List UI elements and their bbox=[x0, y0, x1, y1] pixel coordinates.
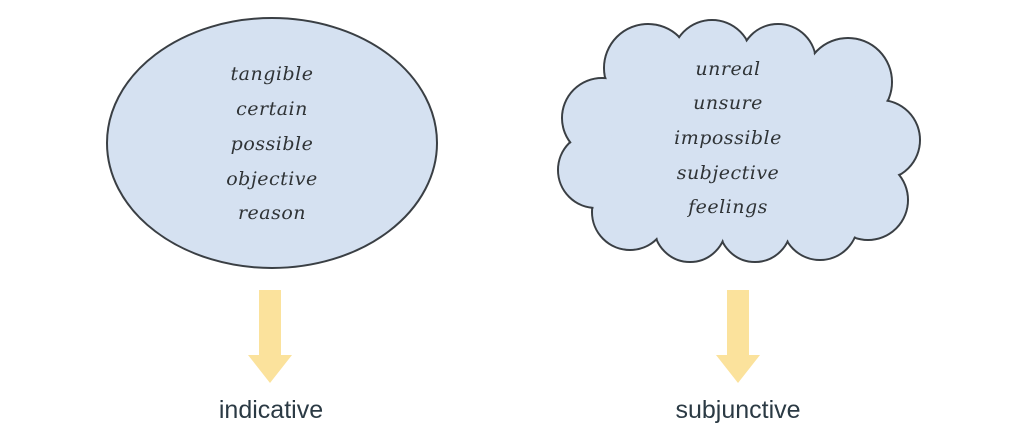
subjunctive-arrow bbox=[716, 290, 760, 383]
cloud-lobe bbox=[711, 61, 869, 219]
indicative-arrow bbox=[248, 290, 292, 383]
subjunctive-word: impossible bbox=[674, 127, 782, 149]
subjunctive-label: subjunctive bbox=[675, 396, 801, 424]
indicative-word: objective bbox=[226, 168, 318, 190]
indicative-word: tangible bbox=[230, 63, 314, 85]
subjunctive-word: feelings bbox=[688, 196, 768, 218]
subjunctive-word: unsure bbox=[693, 92, 763, 114]
indicative-ellipse bbox=[106, 17, 438, 269]
indicative-word: certain bbox=[236, 98, 308, 120]
subjunctive-word: subjective bbox=[676, 162, 780, 184]
subjunctive-cloud bbox=[557, 19, 921, 263]
indicative-word: possible bbox=[230, 133, 314, 155]
subjunctive-word: unreal bbox=[695, 58, 761, 80]
indicative-label: indicative bbox=[218, 396, 324, 424]
indicative-word: reason bbox=[237, 202, 307, 224]
